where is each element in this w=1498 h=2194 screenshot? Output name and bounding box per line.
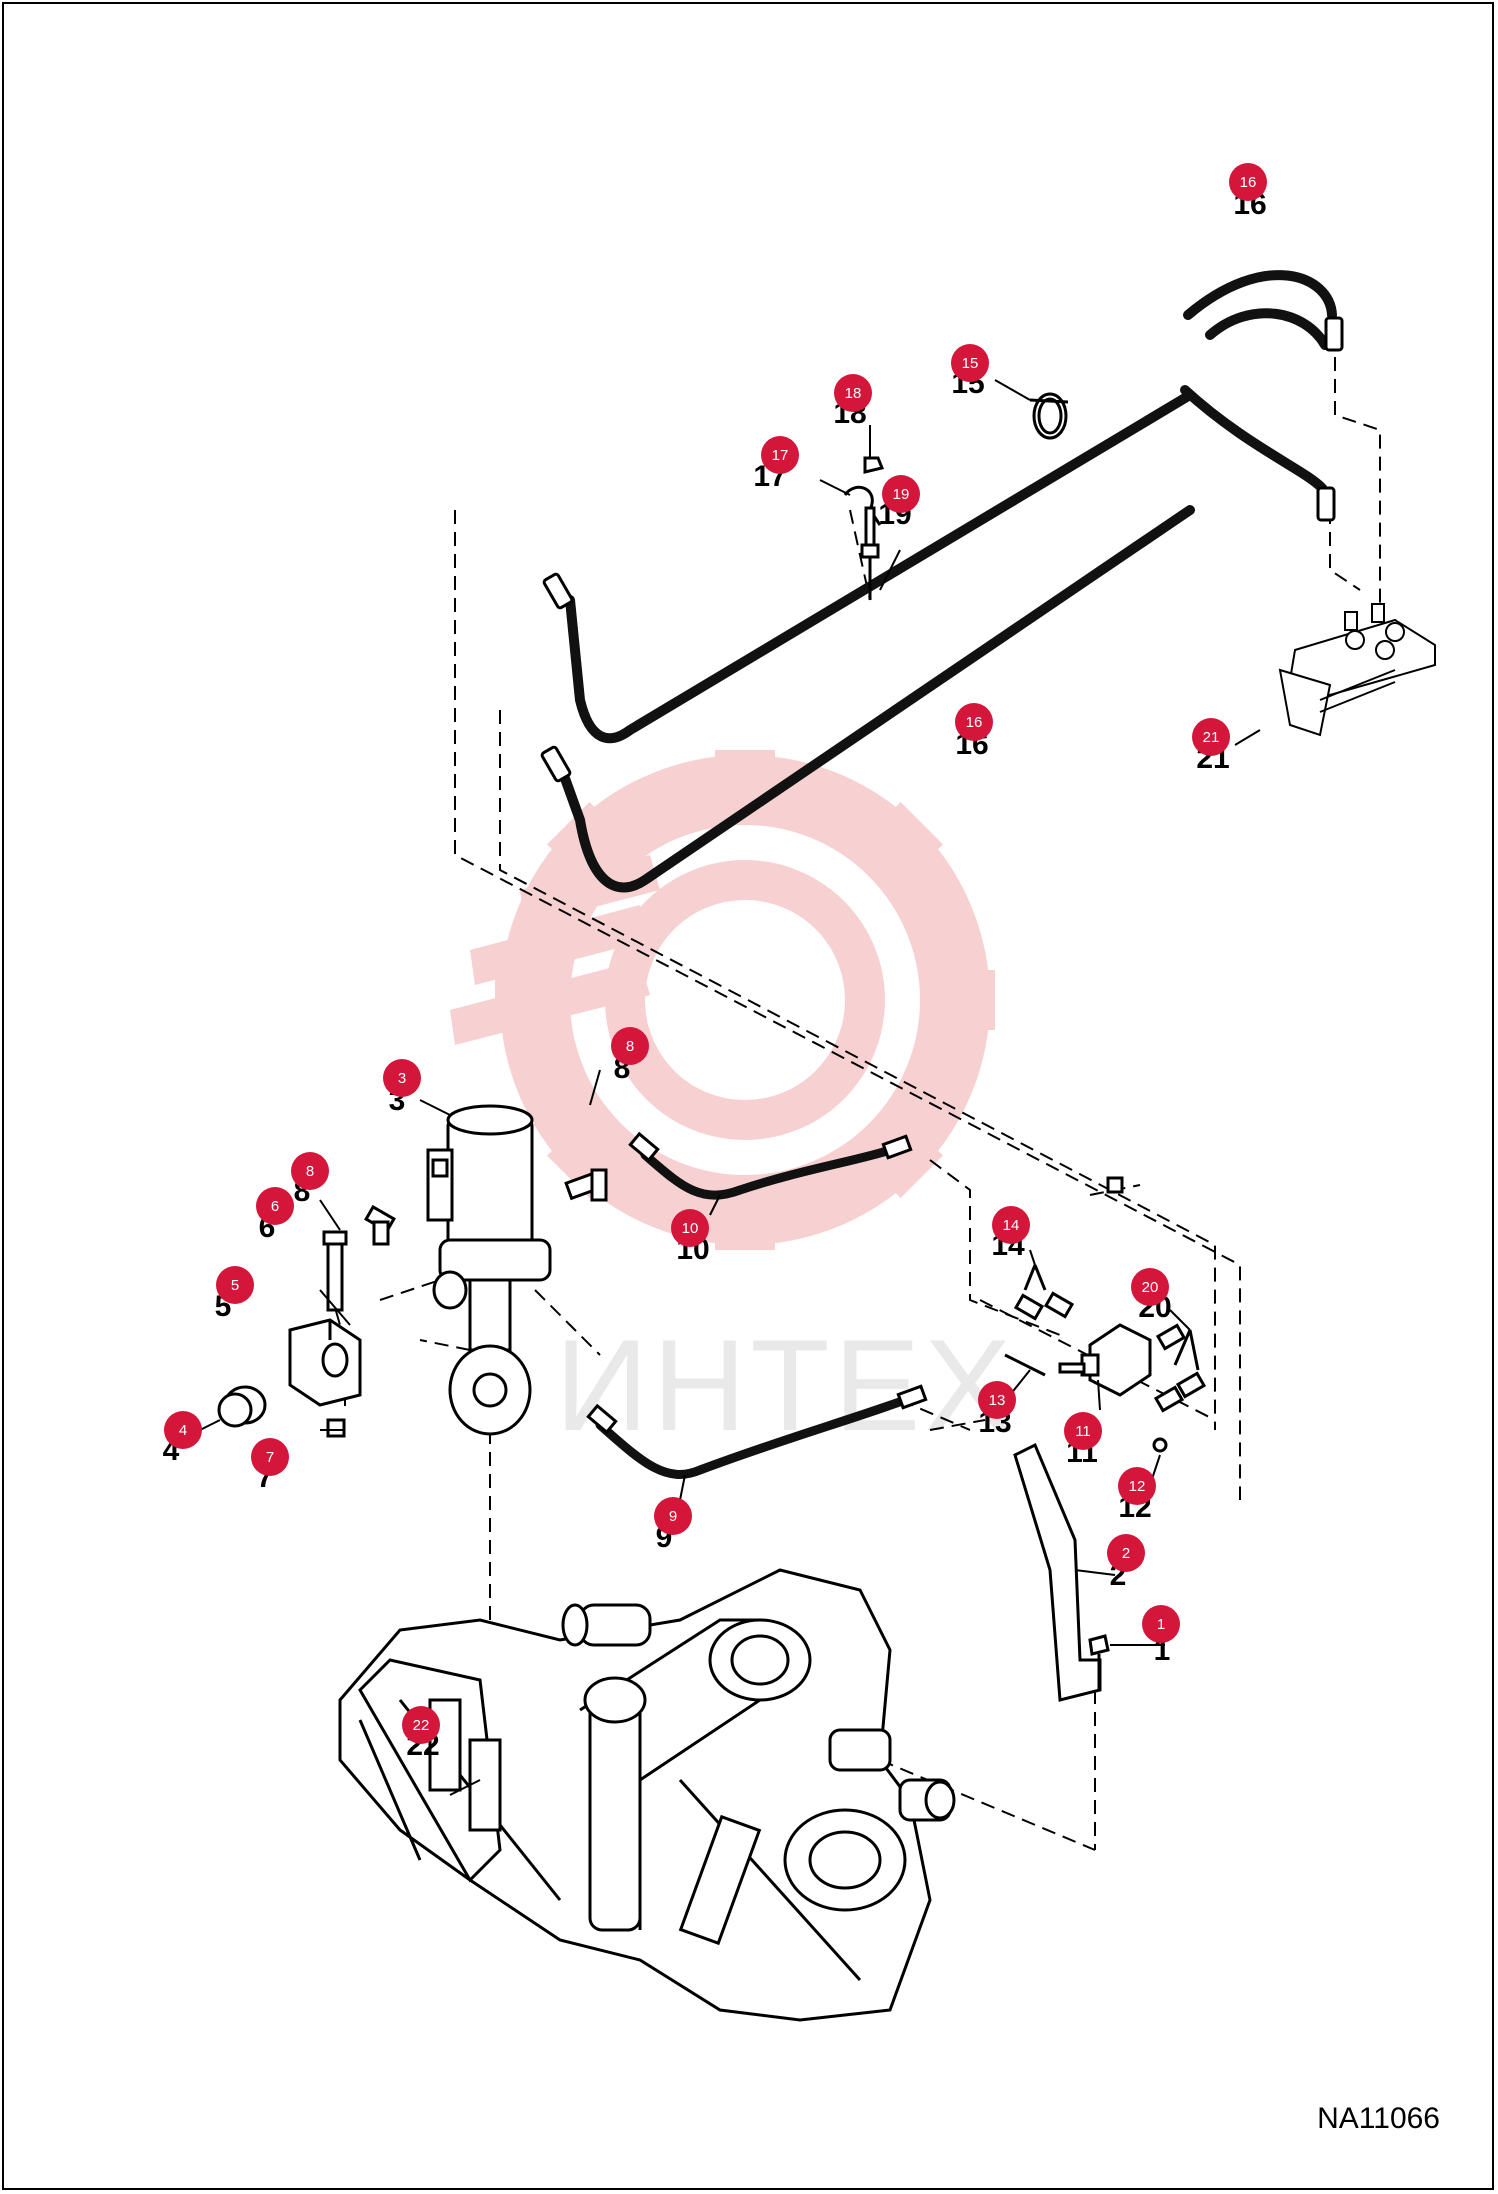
callout-badge (383, 1059, 421, 1097)
callout-badge (951, 344, 989, 382)
callout-badge (251, 1438, 289, 1476)
callout-badge (1118, 1467, 1156, 1505)
callout-badge-number: 3 (398, 1070, 406, 1087)
callout-badge-number: 12 (1129, 1478, 1146, 1495)
callout-8: 88 (291, 1152, 329, 1208)
short-hoses (595, 1145, 910, 1479)
callout-leaders (199, 379, 1261, 1796)
callout-5: 55 (215, 1266, 254, 1323)
callout-badge-number: 10 (682, 1220, 699, 1237)
callout-1: 11 (1142, 1605, 1180, 1667)
callout-badge (216, 1266, 254, 1304)
callout-badge (256, 1187, 294, 1225)
callout-badge (402, 1706, 440, 1744)
callout-badge (1107, 1534, 1145, 1572)
callout-badge-number: 18 (845, 385, 862, 402)
callout-badge (291, 1152, 329, 1190)
mounting-bracket (1013, 1442, 1110, 1702)
callout-9: 99 (654, 1497, 692, 1554)
callout-badge (1064, 1412, 1102, 1450)
callout-badge-number: 16 (966, 714, 983, 731)
callout-badge (834, 374, 872, 412)
watermark-text: ИНТЕХ (555, 1312, 1015, 1458)
callout-3: 33 (383, 1059, 421, 1117)
elbow-fitting-lower (364, 1204, 396, 1246)
pivot-block (217, 1230, 362, 1438)
callout-badge-number: 8 (306, 1163, 314, 1180)
callout-badge-number: 14 (1003, 1217, 1020, 1234)
watermark-logo (450, 750, 995, 1250)
callout-badge (1192, 718, 1230, 756)
callout-badge-number: 16 (1240, 174, 1257, 191)
callout-badge (164, 1411, 202, 1449)
callout-badge (1229, 163, 1267, 201)
callout-badge (1131, 1268, 1169, 1306)
clip-bolt-assembly (843, 456, 885, 600)
callout-4: 44 (163, 1411, 202, 1467)
callout-badge-number: 9 (669, 1508, 677, 1525)
drawing-code: NA11066 (1317, 2102, 1440, 2135)
callout-badge (654, 1497, 692, 1535)
callout-6: 66 (256, 1187, 294, 1244)
callout-badge-number: 21 (1203, 729, 1220, 746)
callout-8: 88 (611, 1027, 649, 1085)
callout-badge (882, 475, 920, 513)
callout-badge-number: 4 (179, 1422, 187, 1439)
callout-badge (1142, 1605, 1180, 1643)
callout-badge-number: 17 (772, 447, 789, 464)
callout-badge-number: 19 (893, 486, 910, 503)
elbow-fitting-upper (564, 1168, 608, 1202)
callout-badge-number: 1 (1157, 1616, 1165, 1633)
callout-badge-number: 8 (626, 1038, 634, 1055)
callout-badge-number: 13 (989, 1392, 1006, 1409)
part-callouts: 1122334455667788889910101111121213131414… (163, 163, 1267, 1762)
hydraulic-cylinder (426, 1104, 552, 1436)
callout-badge-number: 22 (413, 1717, 430, 1734)
callout-badge-number: 5 (231, 1277, 239, 1294)
callout-badge-number: 6 (271, 1198, 279, 1215)
callout-badge (671, 1209, 709, 1247)
callout-2: 22 (1107, 1534, 1145, 1592)
callout-badge-number: 7 (266, 1449, 274, 1466)
control-valve (1278, 603, 1436, 737)
callout-7: 77 (251, 1438, 289, 1494)
callout-badge-number: 15 (962, 355, 979, 372)
callout-badge-number: 2 (1122, 1545, 1130, 1562)
callout-badge (761, 436, 799, 474)
clamp-part (1029, 392, 1069, 440)
callout-badge (955, 703, 993, 741)
callout-badge (611, 1027, 649, 1065)
callout-badge-number: 20 (1142, 1279, 1159, 1296)
transmission-assembly (338, 1568, 956, 2022)
callout-badge (978, 1381, 1016, 1419)
hose-fittings (540, 316, 1344, 783)
callout-badge-number: 11 (1075, 1423, 1091, 1440)
hydraulic-hose-upper (557, 270, 1337, 893)
short-hose-fittings (586, 1131, 1124, 1435)
valve-block (1004, 1264, 1207, 1453)
callout-badge (992, 1206, 1030, 1244)
